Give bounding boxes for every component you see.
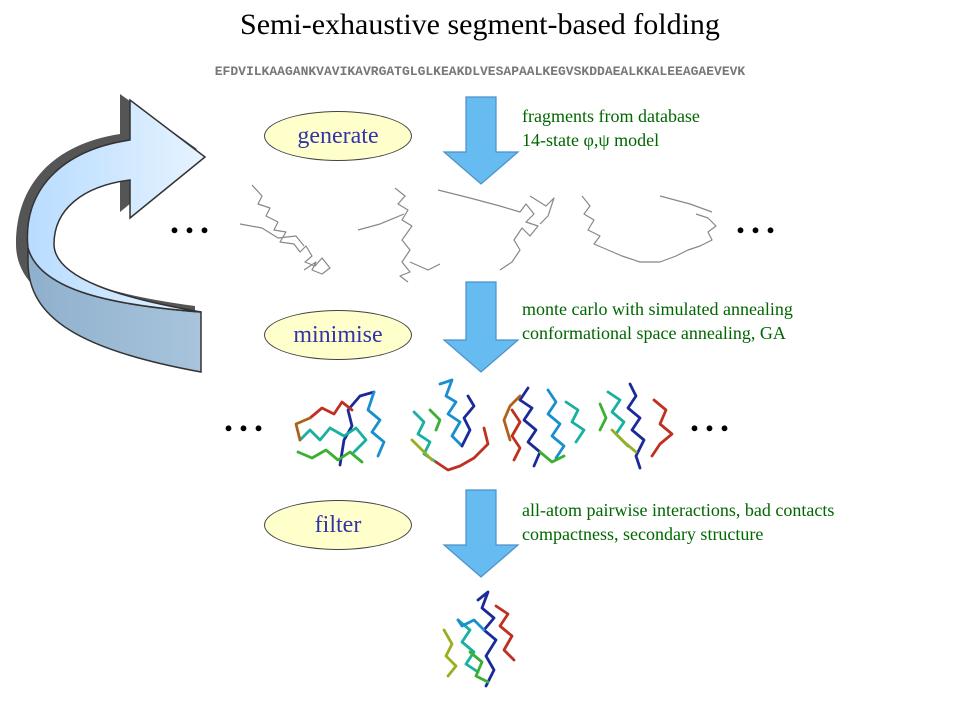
filter-note-1: all-atom pairwise interactions, bad cont… (522, 500, 835, 520)
arrow-down-icon-filter (442, 489, 520, 578)
minimise-note-2: conformational space annealing, GA (522, 323, 786, 343)
arrow-down-icon-generate (442, 96, 520, 185)
generate-note-1: fragments from database (522, 106, 700, 126)
extended-chain-icon-2 (357, 187, 441, 283)
extended-chain-icon-1 (239, 184, 331, 275)
folded-structure-icon-2 (410, 378, 490, 472)
minimise-notes: monte carlo with simulated annealing con… (522, 297, 793, 345)
generate-note-2: 14-state φ,ψ model (522, 130, 660, 150)
stage-minimise: minimise (264, 310, 412, 360)
stage-filter-label: filter (314, 511, 362, 538)
stage-filter: filter (264, 500, 412, 550)
folded-structure-icon-3 (502, 386, 586, 468)
extended-chain-icon-3 (437, 189, 555, 271)
ellipsis-minimise-left: ... (224, 399, 269, 439)
stage-generate: generate (264, 111, 412, 161)
ellipsis-generate-right: ... (736, 201, 781, 241)
minimise-note-1: monte carlo with simulated annealing (522, 299, 793, 319)
protein-sequence: EFDVILKAAGANKVAVIKAVRGATGLGLKEAKDLVESAPA… (214, 64, 746, 79)
folded-structure-icon-4 (598, 382, 674, 470)
extended-chain-icon-4 (581, 195, 717, 263)
filter-note-2: compactness, secondary structure (522, 524, 764, 544)
stage-generate-label: generate (297, 122, 379, 149)
stage-minimise-label: minimise (293, 321, 383, 348)
generate-notes: fragments from database 14-state φ,ψ mod… (522, 104, 700, 152)
filter-notes: all-atom pairwise interactions, bad cont… (522, 498, 834, 546)
cycle-arrow-icon (16, 94, 207, 373)
ellipsis-generate-left: ... (170, 201, 215, 241)
final-structure-icon (442, 590, 516, 688)
arrow-down-icon-minimise (442, 281, 520, 373)
diagram-title: Semi-exhaustive segment-based folding (240, 8, 720, 41)
folded-structure-icon-1 (294, 390, 386, 467)
ellipsis-minimise-right: ... (690, 399, 735, 439)
